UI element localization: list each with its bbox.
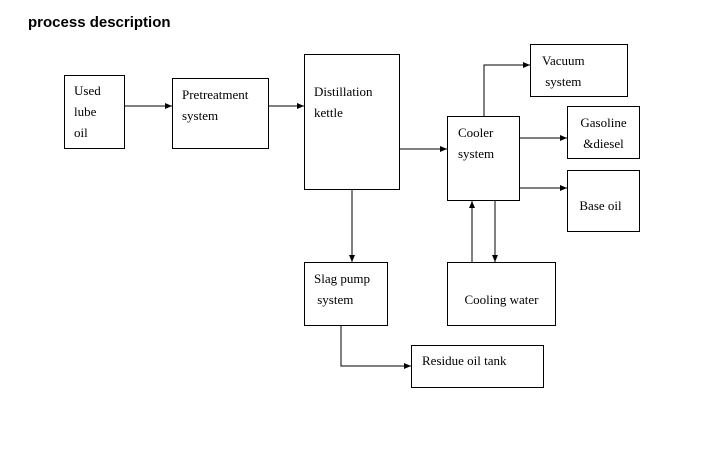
node-residue-oil-tank: [411, 345, 544, 388]
node-distillation-kettle: [304, 54, 400, 190]
node-base-oil: [567, 170, 640, 232]
node-cooler-system: [447, 116, 520, 201]
node-vacuum-system-label: Vacuum system: [542, 53, 585, 89]
node-cooling-water-label: Cooling water: [464, 292, 539, 307]
node-cooler-system-label: Cooler system: [458, 125, 495, 161]
node-used-lube-oil: [64, 75, 125, 149]
node-base-oil-label: Base oil: [579, 198, 622, 213]
node-pretreatment-system-label: Pretreatment system: [182, 87, 249, 123]
node-residue-oil-tank-label: Residue oil tank: [422, 353, 507, 368]
node-pretreatment-system: [172, 78, 269, 149]
arrow-cooler-to-vacuum: [483, 62, 530, 116]
node-distillation-kettle-label: Distillation kettle: [314, 84, 373, 120]
node-vacuum-system: [530, 44, 628, 97]
node-gasoline-diesel-label: Gasoline &diesel: [580, 115, 627, 151]
node-used-lube-oil-label: Used lube oil: [74, 83, 101, 140]
node-slag-pump-system-label: Slag pump system: [314, 271, 370, 307]
node-gasoline-diesel: [567, 106, 640, 159]
page-title: process description: [28, 14, 171, 31]
node-cooling-water: [447, 262, 556, 326]
node-slag-pump-system: [304, 262, 388, 326]
arrow-slag-pump-to-residue-tank: [340, 325, 411, 369]
